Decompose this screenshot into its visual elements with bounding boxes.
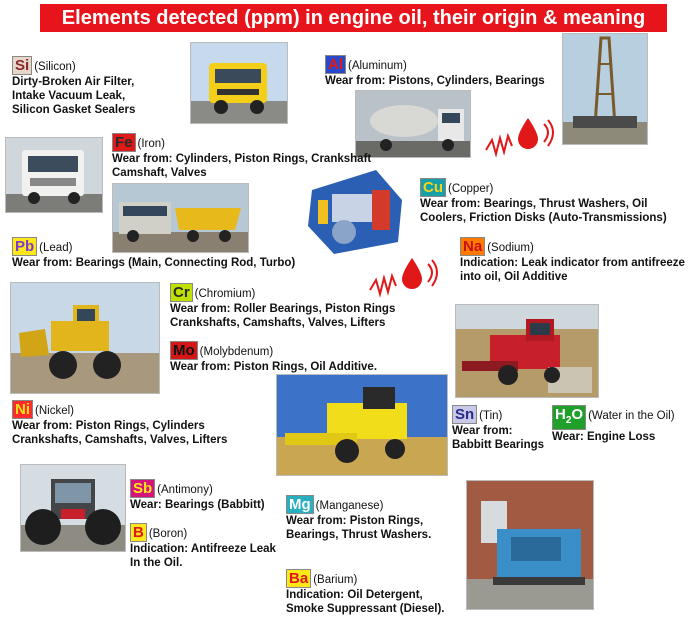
oil-drop-icon [484,110,560,160]
element-line: Indication: Antifreeze Leak [130,543,276,555]
element-name: (Aluminum) [348,60,407,72]
oil-drop-icon [368,250,444,300]
element-line: Bearings, Thrust Washers. [286,529,432,541]
element-fe: Fe(Iron) Wear from: Cylinders, Piston Ri… [112,133,371,180]
element-cu: Cu(Copper) Wear from: Bearings, Thrust W… [420,178,667,225]
symbol-mo: Mo [170,341,198,360]
element-name: (Lead) [39,242,73,254]
element-line: Wear from: Bearings, Thrust Washers, Oil [420,198,648,210]
element-ni: Ni(Nickel) Wear from: Piston Rings, Cyli… [12,400,227,447]
symbol-al: Al [325,55,346,74]
element-na: Na(Sodium) Indication: Leak indicator fr… [460,237,685,284]
element-name: (Sodium) [487,242,534,254]
page-title: Elements detected (ppm) in engine oil, t… [40,4,667,32]
element-name: (Antimony) [157,484,213,496]
element-line: Indication: Leak indicator from antifree… [460,257,685,269]
harvester-photo [276,374,448,476]
element-line: Wear from: Piston Rings, Oil Additive. [170,361,378,373]
symbol-b: B [130,523,147,542]
element-b: B(Boron) Indication: Antifreeze Leak In … [130,523,276,570]
element-mg: Mg(Manganese) Wear from: Piston Rings, B… [286,495,431,542]
element-line: Intake Vacuum Leak, [12,90,126,102]
truck-photo [112,183,249,253]
symbol-si: Si [12,56,33,75]
symbol-h2o: H2O [552,405,587,430]
element-name: (Molybdenum) [199,346,274,358]
element-name: (Copper) [448,183,494,195]
symbol-sn: Sn [452,405,478,424]
element-sn: Sn(Tin) Wear from: Babbitt Bearings [452,405,544,452]
element-name: (Boron) [148,528,188,540]
element-mo: Mo(Molybdenum) Wear from: Piston Rings, … [170,341,377,374]
element-si: Si(Silicon) Dirty-Broken Air Filter, Int… [12,56,135,117]
element-name: (Tin) [479,410,503,422]
truck-photo [5,137,103,213]
element-name: (Silicon) [34,61,76,73]
symbol-cu: Cu [420,178,446,197]
element-line: In the Oil. [130,557,183,569]
element-line: Silicon Gasket Sealers [12,104,136,116]
engine-photo [298,160,414,260]
element-line: Smoke Suppressant (Diesel). [286,603,445,615]
element-line: Wear: Bearings (Babbitt) [130,499,265,511]
loader-photo [10,282,160,394]
element-cr: Cr(Chromium) Wear from: Roller Bearings,… [170,283,395,330]
symbol-ba: Ba [286,569,312,588]
symbol-mg: Mg [286,495,314,514]
element-name: (Nickel) [35,405,74,417]
element-name: (Manganese) [315,500,384,512]
element-name: (Iron) [137,138,165,150]
symbol-pb: Pb [12,237,38,256]
harvester-photo [455,304,599,398]
element-name: (Water in the Oil) [588,410,675,422]
element-line: Wear from: Cylinders, Piston Rings, Cran… [112,153,372,165]
element-line: into oil, Oil Additive [460,271,568,283]
element-line: Dirty-Broken Air Filter, [12,76,135,88]
symbol-na: Na [460,237,486,256]
element-line: Babbitt Bearings [452,439,545,451]
element-line: Indication: Oil Detergent, [286,589,423,601]
element-name: (Chromium) [194,288,256,300]
element-al: Al(Aluminum) Wear from: Pistons, Cylinde… [325,55,545,88]
element-line: Wear from: Bearings (Main, Connecting Ro… [12,257,296,269]
element-line: Wear from: Pistons, Cylinders, Bearings [325,75,545,87]
mixer-truck-photo [355,90,471,158]
element-line: Crankshafts, Camshafts, Valves, Lifters [12,434,228,446]
truck-photo [190,42,288,124]
element-line: Camshaft, Valves [112,167,207,179]
element-line: Wear from: Piston Rings, Cylinders [12,420,205,432]
element-h2o: H2O(Water in the Oil) Wear: Engine Loss [552,405,675,444]
element-line: Wear from: Roller Bearings, Piston Rings [170,303,396,315]
element-name: (Barium) [313,574,358,586]
element-ba: Ba(Barium) Indication: Oil Detergent, Sm… [286,569,445,616]
symbol-cr: Cr [170,283,193,302]
element-line: Wear from: [452,425,513,437]
element-line: Wear: Engine Loss [552,431,656,443]
element-line: Crankshafts, Camshafts, Valves, Lifters [170,317,386,329]
element-line: Coolers, Friction Disks (Auto-Transmissi… [420,212,667,224]
symbol-ni: Ni [12,400,33,419]
symbol-sb: Sb [130,479,156,498]
generator-photo [466,480,594,610]
tractor-photo [20,464,126,552]
element-sb: Sb(Antimony) Wear: Bearings (Babbitt) [130,479,265,512]
symbol-fe: Fe [112,133,136,152]
drill-rig-photo [562,33,648,145]
element-pb: Pb(Lead) Wear from: Bearings (Main, Conn… [12,237,295,270]
element-line: Wear from: Piston Rings, [286,515,424,527]
